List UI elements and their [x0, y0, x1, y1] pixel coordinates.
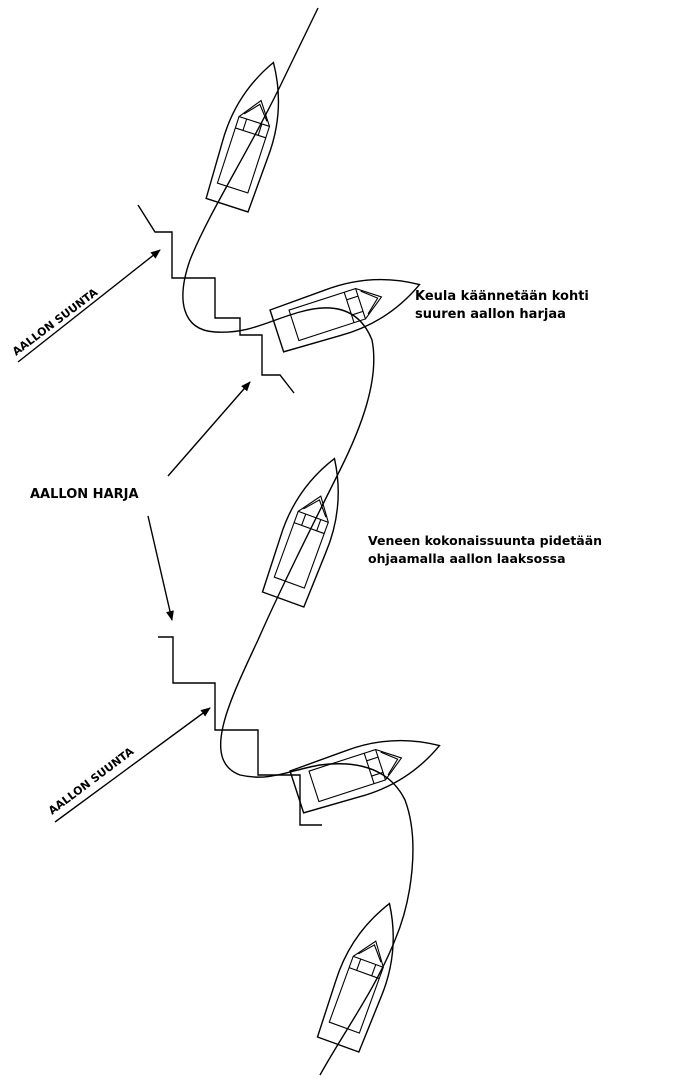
wave-direction-arrow-bottom: [55, 708, 210, 822]
boat-icon: [204, 55, 296, 213]
wave-direction-arrow-top: [18, 250, 160, 362]
boat-icon: [269, 262, 427, 354]
boat-icon: [289, 723, 447, 815]
bow-note-line1: Keula käännetään kohti: [415, 289, 589, 304]
course-note-line1: Veneen kokonaissuunta pidetään: [368, 533, 602, 548]
course-note-line2: ohjaamalla aallon laaksossa: [368, 551, 566, 566]
boat-icon: [260, 450, 357, 608]
crest-pointer-arrow-upper: [168, 382, 250, 476]
boat-icon: [315, 895, 412, 1053]
crest-pointer-arrow-lower: [148, 516, 172, 620]
wave-crest-label: AALLON HARJA: [30, 487, 139, 502]
bow-note-line2: suuren aallon harjaa: [415, 307, 566, 322]
wave-direction-label-top: AALLON SUUNTA: [10, 286, 101, 359]
wave-crest-line-lower: [158, 637, 322, 825]
wave-direction-label-bottom: AALLON SUUNTA: [46, 745, 137, 818]
wave-crest-line-upper: [138, 205, 294, 393]
